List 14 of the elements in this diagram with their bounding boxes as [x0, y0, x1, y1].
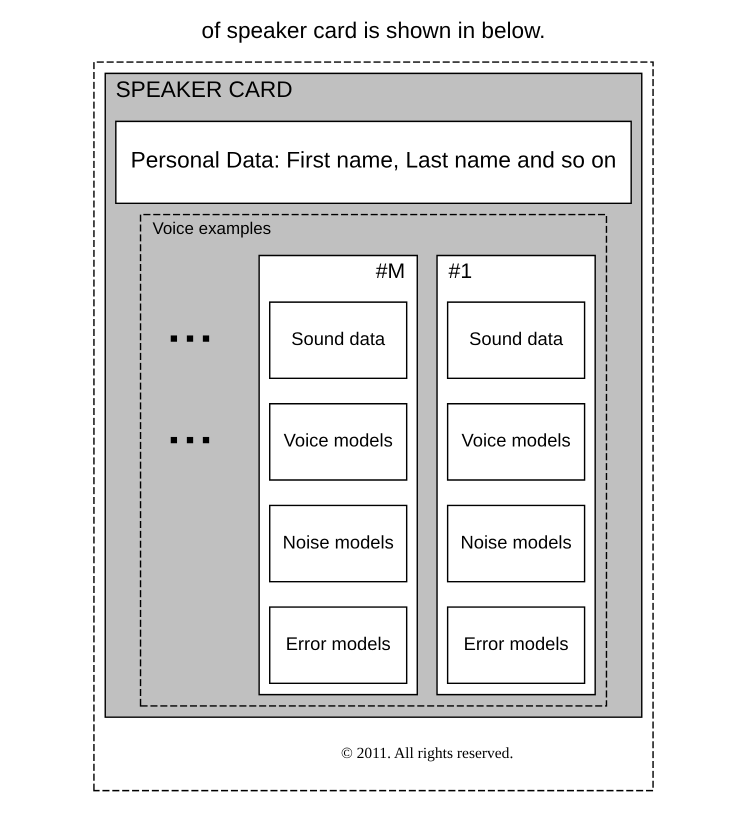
caption: © 2011. All rights reserved.: [340, 744, 513, 762]
node-box: Voice models: [268, 403, 407, 481]
label: ▪ ▪ ▪: [168, 426, 210, 454]
diagram-title: of speaker card is shown in below.: [201, 18, 545, 43]
node-box: Sound data: [446, 301, 585, 380]
node-box: Sound data: [268, 301, 407, 380]
node-box: Noise models: [446, 504, 585, 582]
label: ▪ ▪ ▪: [168, 324, 210, 352]
node-box: Personal Data: First name, Last name and so on: [114, 120, 632, 204]
node-box: Error models: [446, 606, 585, 684]
cluster: [92, 61, 654, 792]
node-box: Noise models: [268, 504, 407, 582]
node-box: Voice models: [446, 403, 585, 481]
node-box: Error models: [268, 606, 407, 684]
